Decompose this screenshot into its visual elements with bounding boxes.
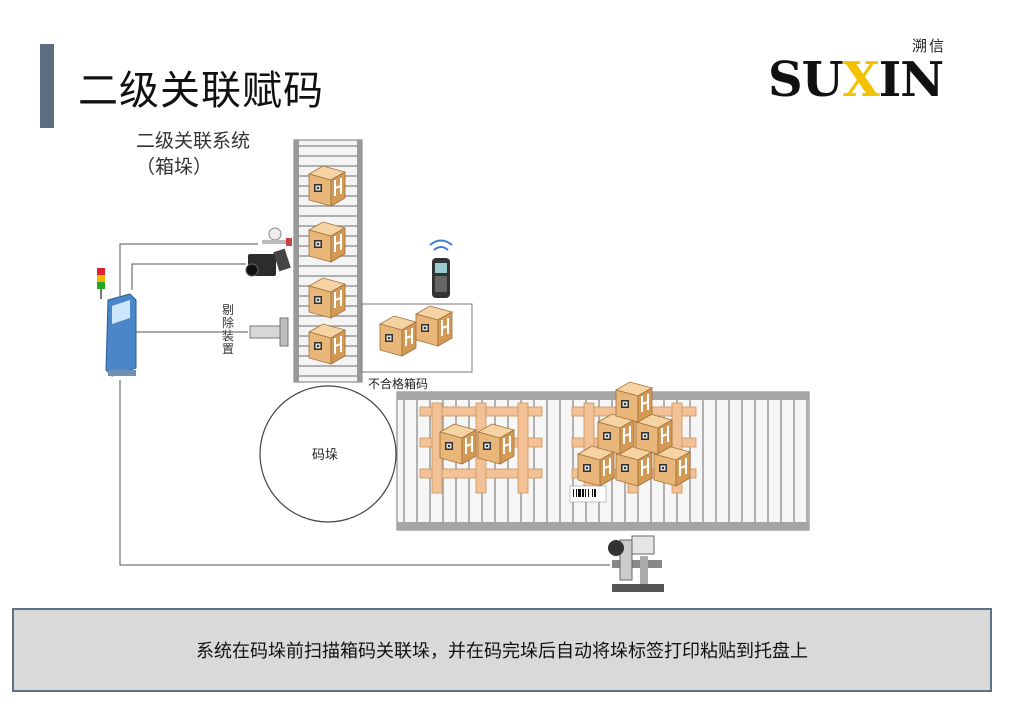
barcode-bar <box>576 489 577 497</box>
barcode-bar <box>582 489 584 497</box>
logo-text-a: SU <box>768 52 844 108</box>
barcode-bar <box>578 489 581 497</box>
barcode-bar <box>588 489 589 497</box>
reject-bin <box>361 303 473 373</box>
caption-box: 系统在码垛前扫描箱码关联垛，并在码完垛后自动将垛标签打印粘贴到托盘上 <box>12 608 992 692</box>
pile-area-circle <box>259 385 397 523</box>
barcode-bar <box>594 489 596 497</box>
control-terminal-icon <box>97 268 137 377</box>
barcode-bar <box>585 489 586 497</box>
reject-device-icon <box>249 317 289 347</box>
label-printer-applicator-icon <box>608 535 664 592</box>
system-label: 二级关联系统（箱垛） <box>136 130 251 178</box>
bad-code-label: 不合格箱码 <box>368 377 429 391</box>
logo-text-x: X <box>842 52 880 108</box>
logo-chinese: 溯信 <box>912 37 947 55</box>
barcode-bar <box>592 489 593 497</box>
barcode-bar <box>573 489 574 497</box>
page-title: 二级关联赋码 <box>78 68 324 114</box>
reject-device-label: 剔除装置 <box>222 303 235 356</box>
caption-text: 系统在码垛前扫描箱码关联垛，并在码完垛后自动将垛标签打印粘贴到托盘上 <box>196 641 808 662</box>
logo-text-b: IN <box>878 52 944 108</box>
handheld-scanner-icon <box>429 239 453 298</box>
pile-label: 码垛 <box>312 448 339 463</box>
suxin-logo: SUXIN <box>768 52 944 108</box>
pallet-barcode-label <box>569 485 607 503</box>
title-accent-bar <box>40 44 54 128</box>
camera-icon <box>245 227 292 277</box>
